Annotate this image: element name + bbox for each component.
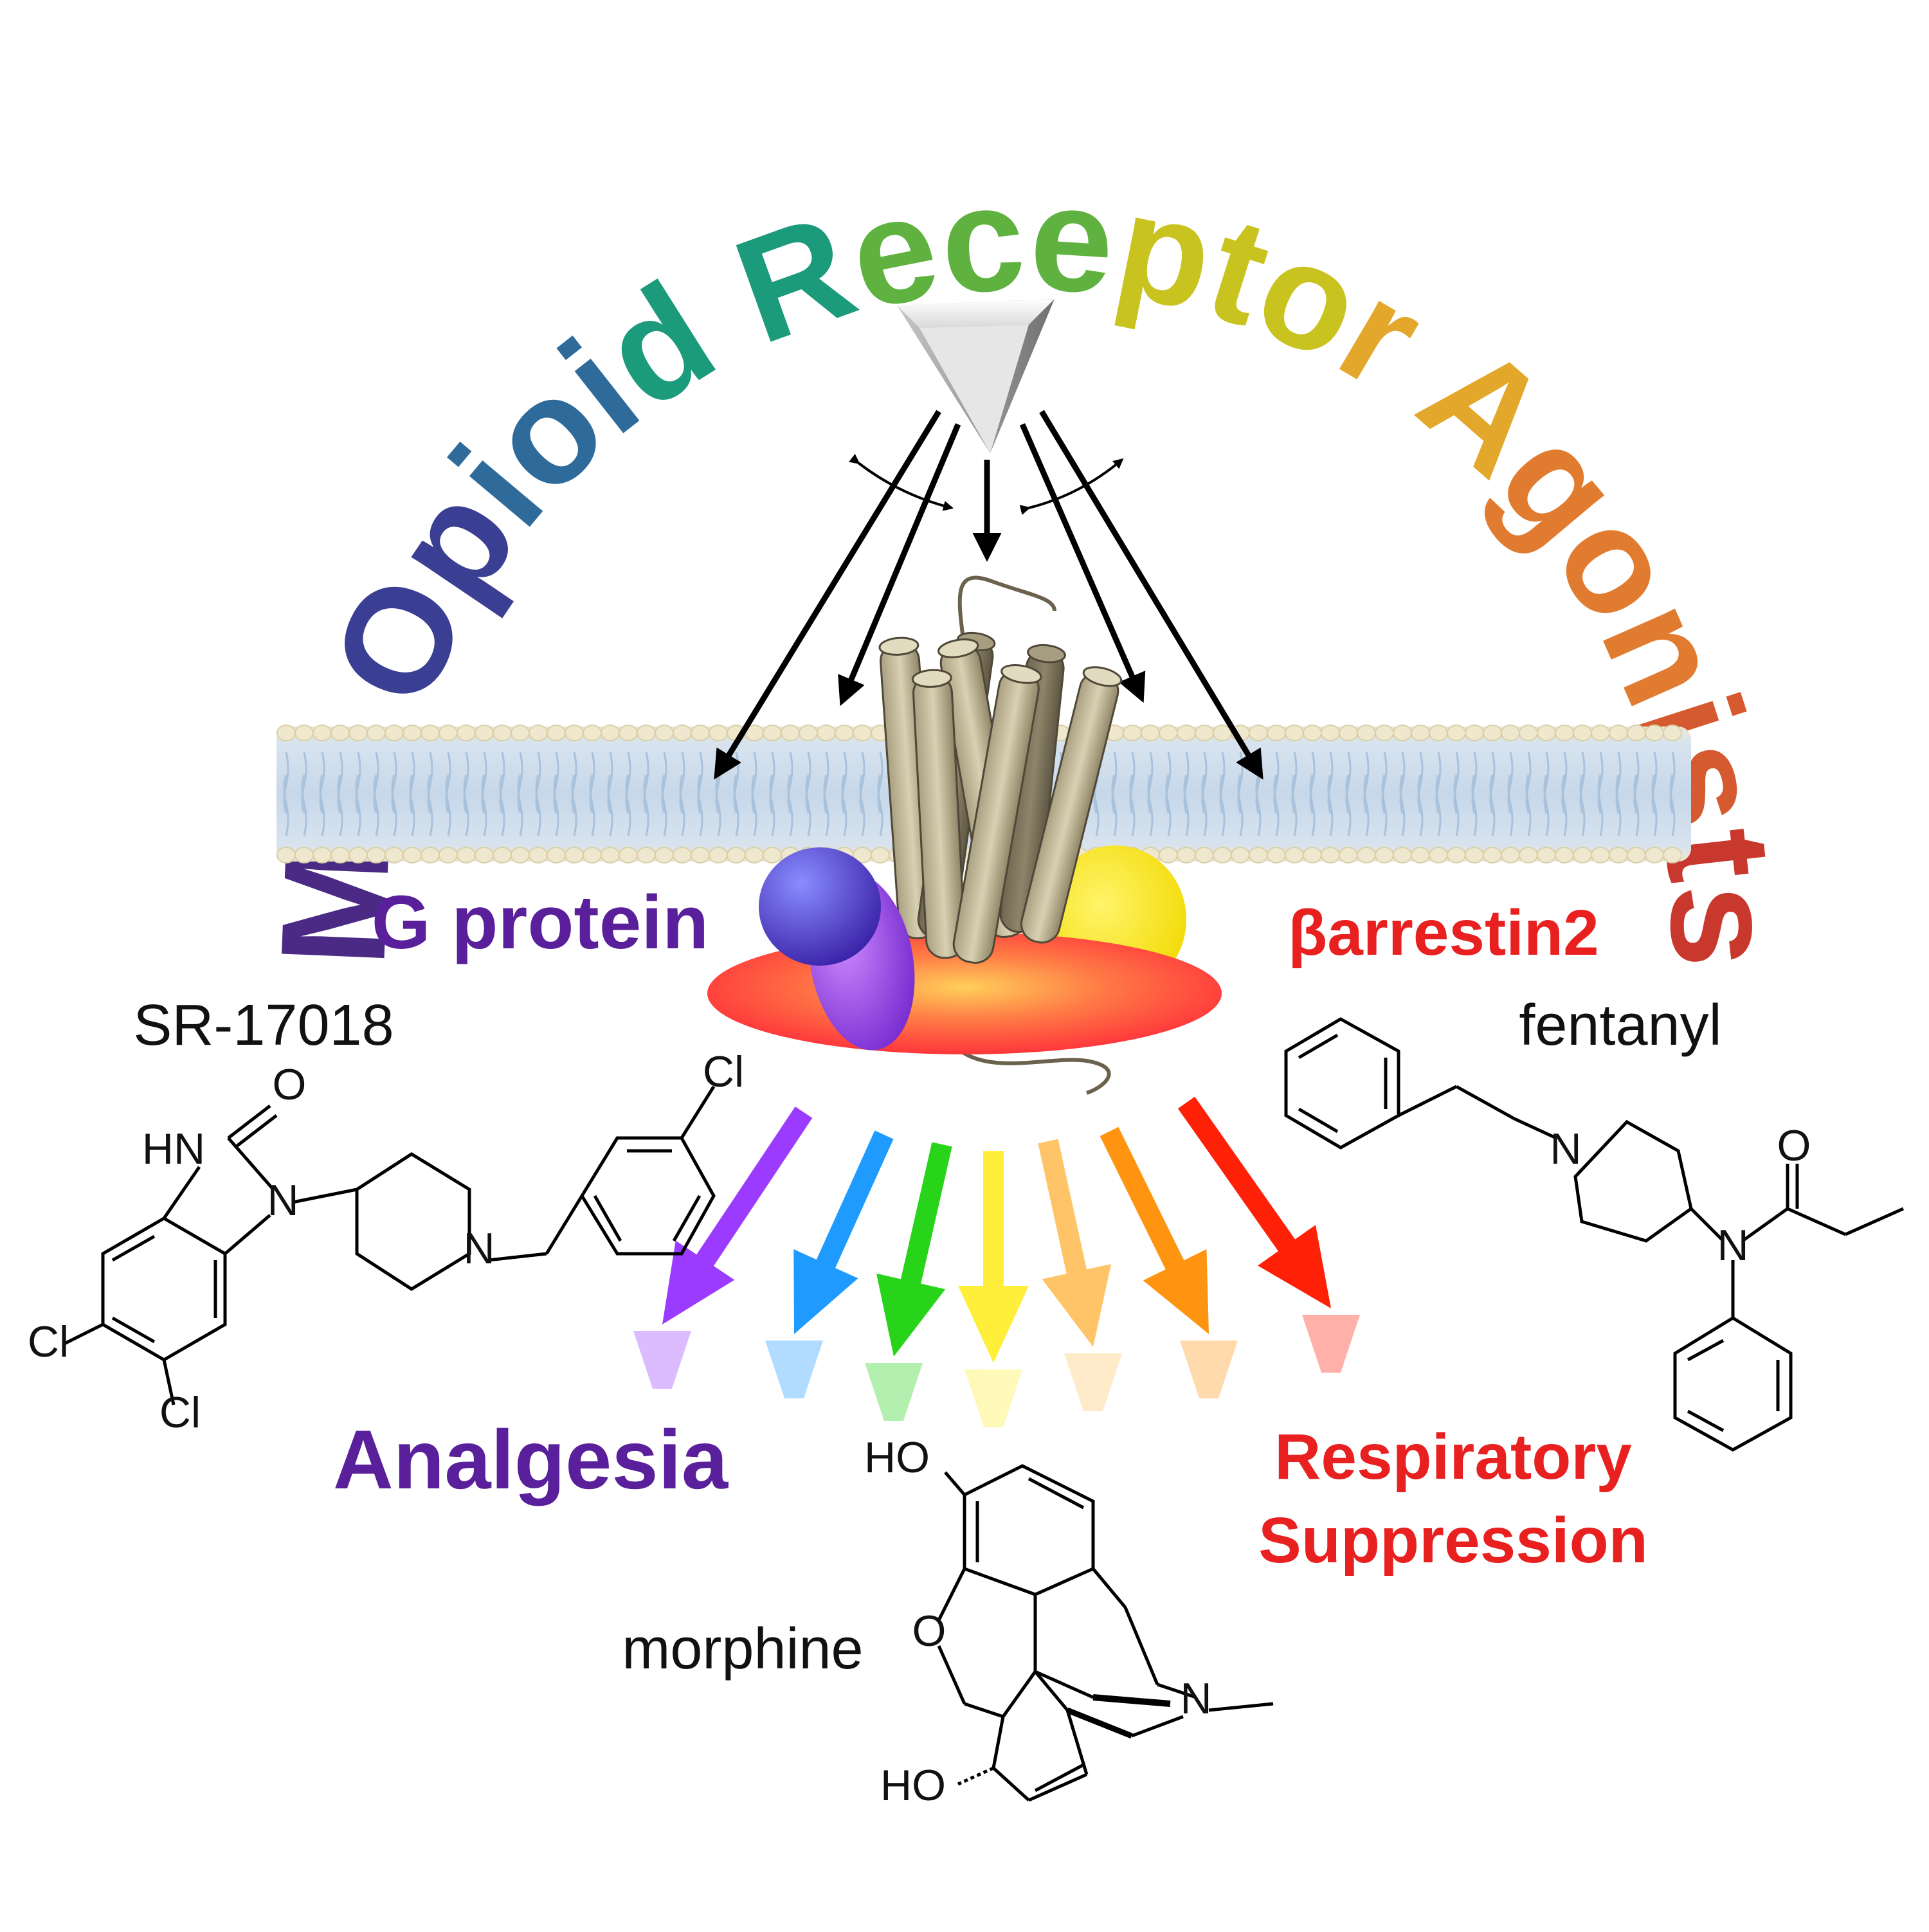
arrow-orange-reflection: [1180, 1341, 1238, 1398]
arrow-green: [876, 1142, 952, 1357]
arrow-blue: [793, 1130, 894, 1334]
sr17018-atom-cl3: Cl: [703, 1047, 744, 1096]
fentanyl-atom-o: O: [1777, 1121, 1811, 1170]
fentanyl-structure: [1284, 1017, 1905, 1452]
morphine-structure: [937, 1464, 1274, 1802]
arrow-light-orange-reflection: [1064, 1353, 1122, 1411]
ligand-triangle-icon: [897, 299, 1055, 453]
fentanyl-atom-n1: N: [1550, 1124, 1581, 1173]
morphine-atom-ho1: HO: [864, 1433, 930, 1482]
ligand-binding-arrows: [714, 410, 1263, 780]
morphine-atom-n: N: [1180, 1674, 1211, 1723]
g-protein-complex: [759, 847, 915, 1051]
receptor-helices: [878, 631, 1123, 964]
sr17018-atom-cl2: Cl: [159, 1388, 201, 1437]
barrestin2-label: βarrestin2: [1288, 897, 1599, 969]
fentanyl-atom-labels: N O N: [1550, 1121, 1811, 1270]
morphine-atom-o: O: [912, 1607, 946, 1656]
arrow-purple-reflection: [633, 1331, 691, 1389]
sr17018-atom-n2: N: [463, 1224, 494, 1273]
sr17018-structure: [63, 1085, 716, 1405]
morphine-name: morphine: [622, 1617, 863, 1681]
analgesia-label: Analgesia: [333, 1413, 729, 1506]
respiratory-label-line1: Respiratory: [1274, 1421, 1632, 1493]
morphine-atom-ho2: HO: [880, 1761, 946, 1810]
sr17018-atom-n1: N: [267, 1176, 298, 1225]
sr17018-atom-cl1: Cl: [28, 1317, 69, 1366]
sr17018-atom-o: O: [273, 1060, 307, 1109]
signaling-bias-arrows: [662, 1096, 1331, 1363]
sr17018-atom-labels: HN O N Cl Cl N Cl: [28, 1047, 744, 1437]
arrow-purple: [662, 1106, 813, 1324]
receptor-loops: [937, 575, 1111, 1095]
arrow-green-reflection: [865, 1363, 923, 1421]
arrow-red: [1177, 1096, 1331, 1308]
arrow-yellow-reflection: [964, 1369, 1022, 1427]
arrow-orange: [1100, 1126, 1209, 1334]
fentanyl-name: fentanyl: [1519, 993, 1721, 1058]
arrow-light-orange: [1038, 1139, 1112, 1347]
fentanyl-atom-n2: N: [1717, 1221, 1748, 1270]
arrow-yellow: [958, 1151, 1029, 1363]
arrow-blue-reflection: [765, 1341, 823, 1398]
arrow-reflections: [633, 1315, 1360, 1427]
respiratory-label-line2: Suppression: [1258, 1504, 1648, 1576]
sr17018-atom-hn: HN: [142, 1124, 205, 1173]
arrow-red-reflection: [1302, 1315, 1360, 1373]
g-protein-label: G protein: [372, 880, 709, 965]
morphine-atom-labels: HO O N HO: [864, 1433, 1212, 1810]
sr17018-name: SR-17018: [133, 993, 394, 1058]
